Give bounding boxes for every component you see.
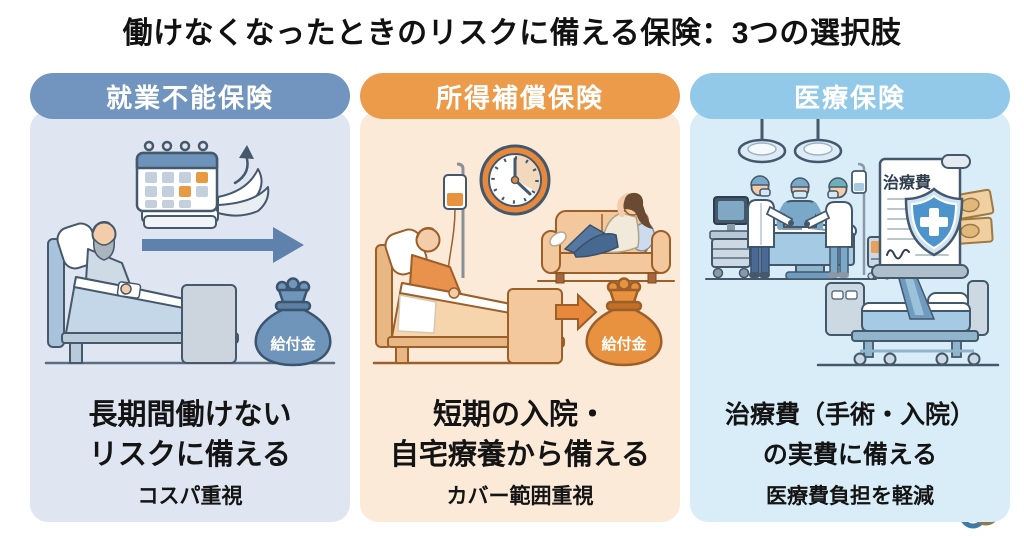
header-badge-medical: 医療保険	[690, 73, 1010, 119]
illustration-disability-insurance: 給付金	[44, 140, 336, 367]
card-body-income: 給付金 短期の入院・ 自宅療養から備える カバー範囲重視	[360, 111, 680, 522]
flip-calendar-icon	[135, 140, 270, 229]
clock-icon	[479, 144, 551, 216]
card-body-medical: 治療費	[690, 111, 1010, 522]
desc-line-2: 自宅療養から備える	[389, 439, 651, 471]
surgical-lamps-icon	[737, 113, 843, 164]
bill-title-label: 治療費	[883, 173, 931, 192]
bedridden-man	[47, 221, 239, 364]
money-bag-icon: 給付金	[585, 277, 663, 367]
money-bag-icon: 給付金	[254, 277, 332, 367]
card-body-disability: 給付金 長期間働けない リスクに備える コスパ重視	[30, 111, 350, 522]
card-medical-insurance: 医療保険	[690, 73, 1010, 522]
card-tagline: コスパ重視	[137, 485, 243, 508]
desc-line-1: 短期の入院・	[432, 399, 607, 431]
illustration-income-compensation: 給付金	[372, 144, 675, 367]
iv-drip-icon	[443, 162, 467, 278]
card-tagline: 医療費負担を軽減	[766, 485, 934, 508]
insurance-columns: 就業不能保険	[30, 73, 1010, 522]
illustration-medical-insurance: 治療費	[705, 113, 1000, 367]
card-disability-insurance: 就業不能保険	[30, 73, 350, 522]
block-arrow-icon	[555, 292, 598, 332]
repeat-arrow-icon	[233, 145, 254, 185]
header-badge-income: 所得補償保険	[360, 73, 680, 119]
card-income-compensation-insurance: 所得補償保険	[360, 73, 680, 522]
card-description: 治療費（手術・入院） の実費に備える	[690, 395, 1010, 475]
monitor-cart-icon	[709, 196, 753, 279]
desc-line-1: 長期間働けない	[88, 399, 292, 431]
card-description: 長期間働けない リスクに備える	[30, 395, 350, 475]
doctor-left	[747, 175, 794, 278]
money-bag-label: 給付金	[270, 335, 316, 353]
shield-cross-icon	[904, 187, 964, 257]
long-duration-arrow-icon	[142, 227, 304, 263]
hospital-bed	[816, 280, 1000, 367]
money-bag-label: 給付金	[601, 335, 647, 353]
header-badge-disability: 就業不能保険	[30, 73, 350, 119]
nurse-right	[804, 177, 853, 278]
woman-on-couch	[541, 192, 671, 284]
desc-line-2: リスクに備える	[88, 439, 292, 471]
desc-line-1: 治療費（手術・入院）	[724, 401, 975, 429]
desc-line-2: の実費に備える	[762, 441, 938, 469]
patient-in-bed	[375, 227, 565, 364]
page-title: 働けなくなったときのリスクに備える保険：3つの選択肢	[122, 17, 902, 50]
card-tagline: カバー範囲重視	[446, 485, 594, 508]
card-description: 短期の入院・ 自宅療養から備える	[360, 395, 680, 475]
